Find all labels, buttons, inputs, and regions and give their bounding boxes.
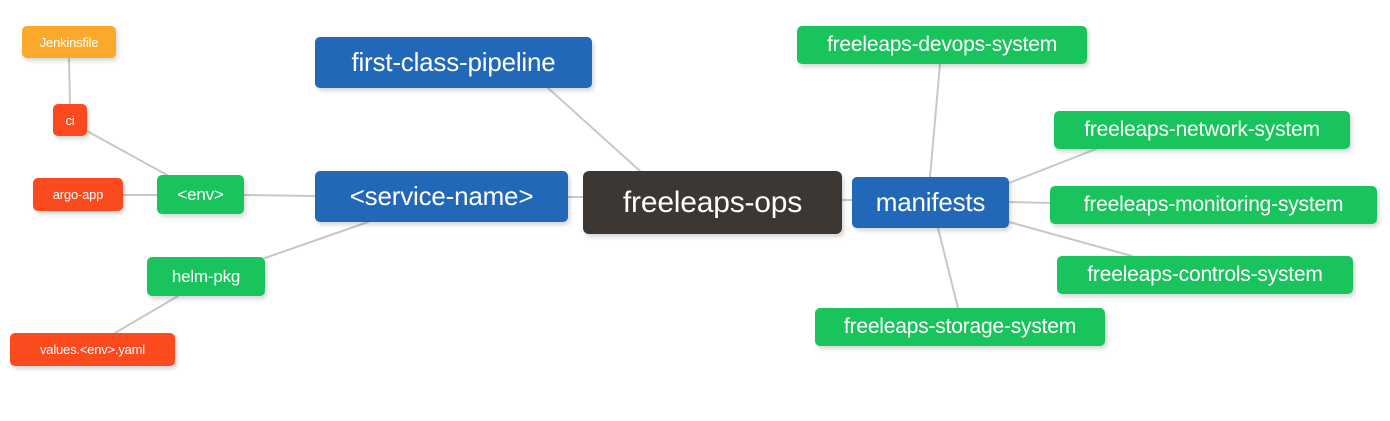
mindmap-node-freeleaps-ops[interactable]: freeleaps-ops: [583, 171, 842, 234]
mindmap-node-ci[interactable]: ci: [53, 104, 87, 136]
mindmap-node-label: <service-name>: [349, 181, 534, 211]
mindmap-node-manifests[interactable]: manifests: [852, 177, 1009, 228]
mindmap-node-freeleaps-controls-system[interactable]: freeleaps-controls-system: [1057, 256, 1353, 294]
mindmap-node-freeleaps-network-system[interactable]: freeleaps-network-system: [1054, 111, 1350, 149]
edge-manifests-to-freeleaps-devops-system: [929, 63, 941, 178]
edge-ci-to-env: [86, 130, 168, 176]
mindmap-node-label: freeleaps-monitoring-system: [1083, 193, 1344, 216]
mindmap-node-label: argo-app: [52, 187, 104, 202]
mindmap-node-label: freeleaps-devops-system: [827, 33, 1057, 56]
mindmap-node-label: manifests: [875, 187, 986, 217]
edge-first-class-pipeline-to-freeleaps-ops: [547, 87, 641, 172]
edge-manifests-to-freeleaps-storage-system: [937, 227, 959, 309]
edge-env-to-service-name: [243, 194, 316, 197]
mindmap-node-freeleaps-monitoring-system[interactable]: freeleaps-monitoring-system: [1050, 186, 1377, 224]
mindmap-node-values-env-yaml[interactable]: values.<env>.yaml: [10, 333, 175, 366]
edge-manifests-to-freeleaps-controls-system: [1008, 221, 1133, 257]
mindmap-node-service-name[interactable]: <service-name>: [315, 171, 568, 222]
mindmap-node-label: freeleaps-ops: [622, 185, 803, 219]
mindmap-node-argo-app[interactable]: argo-app: [33, 178, 123, 211]
mindmap-node-label: values.<env>.yaml: [40, 342, 145, 357]
edge-values-env-yaml-to-helm-pkg: [114, 295, 179, 334]
edge-helm-pkg-to-service-name: [264, 221, 369, 259]
mindmap-node-label: Jenkinsfile: [39, 34, 99, 50]
mindmap-node-label: freeleaps-network-system: [1084, 118, 1320, 141]
mindmap-node-label: <env>: [177, 184, 224, 204]
mindmap-node-label: freeleaps-storage-system: [843, 315, 1077, 338]
mindmap-node-label: helm-pkg: [171, 266, 241, 286]
mindmap-node-label: ci: [65, 112, 75, 128]
mindmap-node-freeleaps-devops-system[interactable]: freeleaps-devops-system: [797, 26, 1087, 64]
mindmap-node-env[interactable]: <env>: [157, 175, 244, 214]
mindmap-node-helm-pkg[interactable]: helm-pkg: [147, 257, 265, 296]
mindmap-node-first-class-pipeline[interactable]: first-class-pipeline: [315, 37, 592, 88]
mindmap-node-freeleaps-storage-system[interactable]: freeleaps-storage-system: [815, 308, 1105, 346]
mindmap-node-jenkinsfile[interactable]: Jenkinsfile: [22, 26, 116, 58]
edge-manifests-to-freeleaps-network-system: [1008, 148, 1097, 184]
edge-jenkinsfile-to-ci: [68, 57, 71, 105]
mindmap-node-label: freeleaps-controls-system: [1087, 263, 1323, 286]
edge-manifests-to-freeleaps-monitoring-system: [1008, 201, 1051, 204]
mindmap-node-label: first-class-pipeline: [351, 47, 556, 77]
